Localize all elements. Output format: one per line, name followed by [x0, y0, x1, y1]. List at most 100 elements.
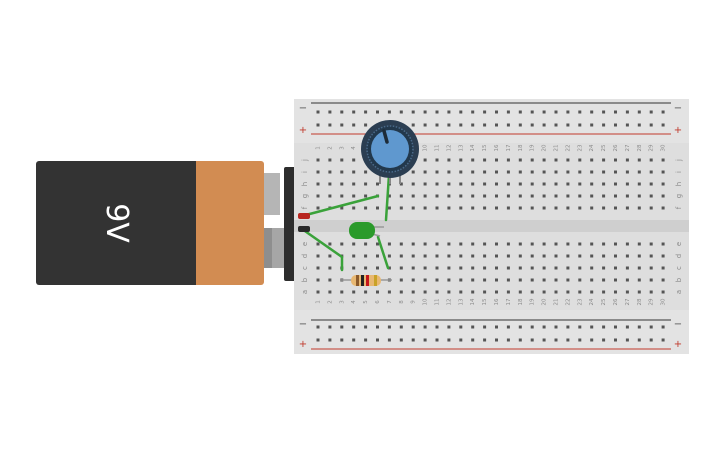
grid-hole[interactable]	[637, 278, 641, 282]
grid-hole[interactable]	[649, 242, 653, 246]
grid-hole[interactable]	[459, 254, 463, 258]
grid-hole[interactable]	[495, 158, 498, 162]
rail-hole[interactable]	[411, 123, 415, 127]
grid-hole[interactable]	[661, 290, 665, 294]
grid-hole[interactable]	[316, 290, 320, 294]
grid-hole[interactable]	[435, 206, 439, 210]
grid-hole[interactable]	[506, 278, 510, 282]
grid-hole[interactable]	[578, 266, 582, 270]
grid-hole[interactable]	[637, 242, 641, 246]
grid-hole[interactable]	[542, 182, 546, 186]
grid-hole[interactable]	[316, 206, 320, 210]
rail-hole[interactable]	[661, 123, 665, 127]
grid-hole[interactable]	[625, 158, 629, 162]
grid-hole[interactable]	[649, 194, 653, 198]
grid-hole[interactable]	[530, 290, 534, 294]
grid-hole[interactable]	[518, 182, 522, 186]
grid-hole[interactable]	[340, 158, 344, 162]
grid-hole[interactable]	[661, 182, 665, 186]
grid-hole[interactable]	[614, 158, 617, 162]
red-lead[interactable]	[298, 213, 310, 219]
rail-hole[interactable]	[530, 110, 534, 114]
rail-hole[interactable]	[423, 110, 427, 114]
grid-hole[interactable]	[340, 182, 344, 186]
grid-hole[interactable]	[530, 242, 534, 246]
grid-hole[interactable]	[376, 182, 379, 186]
grid-hole[interactable]	[483, 278, 487, 282]
rail-hole[interactable]	[649, 338, 653, 342]
rail-hole[interactable]	[590, 110, 594, 114]
grid-hole[interactable]	[554, 158, 558, 162]
rail-hole[interactable]	[411, 325, 415, 329]
grid-hole[interactable]	[542, 206, 546, 210]
grid-hole[interactable]	[352, 194, 356, 198]
grid-hole[interactable]	[411, 182, 415, 186]
wire-battery-positive[interactable]	[300, 194, 380, 218]
rail-hole[interactable]	[661, 325, 665, 329]
grid-hole[interactable]	[423, 182, 427, 186]
grid-hole[interactable]	[423, 278, 427, 282]
grid-hole[interactable]	[637, 254, 641, 258]
rail-hole[interactable]	[661, 110, 665, 114]
rail-hole[interactable]	[530, 123, 534, 127]
grid-hole[interactable]	[471, 254, 475, 258]
grid-hole[interactable]	[340, 242, 344, 246]
grid-hole[interactable]	[411, 254, 415, 258]
grid-hole[interactable]	[614, 194, 617, 198]
rail-hole[interactable]	[340, 110, 344, 114]
rail-hole[interactable]	[554, 123, 558, 127]
grid-hole[interactable]	[661, 278, 665, 282]
grid-hole[interactable]	[411, 242, 415, 246]
rail-hole[interactable]	[649, 325, 653, 329]
rail-hole[interactable]	[364, 110, 368, 114]
rail-hole[interactable]	[376, 338, 379, 342]
grid-hole[interactable]	[661, 266, 665, 270]
grid-hole[interactable]	[506, 170, 510, 174]
rail-hole[interactable]	[554, 110, 558, 114]
grid-hole[interactable]	[578, 254, 582, 258]
grid-hole[interactable]	[328, 158, 332, 162]
grid-hole[interactable]	[471, 206, 475, 210]
grid-hole[interactable]	[399, 194, 403, 198]
grid-hole[interactable]	[328, 242, 332, 246]
wire-potentiometer[interactable]	[384, 173, 391, 222]
grid-hole[interactable]	[423, 242, 427, 246]
grid-hole[interactable]	[614, 182, 617, 186]
grid-hole[interactable]	[614, 290, 617, 294]
grid-hole[interactable]	[590, 206, 594, 210]
grid-hole[interactable]	[411, 266, 415, 270]
rail-hole[interactable]	[542, 110, 546, 114]
grid-hole[interactable]	[352, 254, 356, 258]
rail-hole[interactable]	[518, 325, 522, 329]
grid-hole[interactable]	[316, 266, 320, 270]
grid-hole[interactable]	[602, 182, 606, 186]
grid-hole[interactable]	[399, 254, 403, 258]
grid-hole[interactable]	[637, 158, 641, 162]
grid-hole[interactable]	[518, 206, 522, 210]
rail-hole[interactable]	[614, 338, 617, 342]
grid-hole[interactable]	[530, 206, 534, 210]
grid-hole[interactable]	[602, 242, 606, 246]
grid-hole[interactable]	[625, 278, 629, 282]
grid-hole[interactable]	[518, 290, 522, 294]
grid-hole[interactable]	[352, 170, 356, 174]
grid-hole[interactable]	[483, 254, 487, 258]
grid-hole[interactable]	[518, 278, 522, 282]
grid-hole[interactable]	[423, 254, 427, 258]
grid-hole[interactable]	[495, 254, 498, 258]
rail-hole[interactable]	[340, 338, 344, 342]
battery-body[interactable]	[36, 161, 198, 285]
grid-hole[interactable]	[590, 182, 594, 186]
grid-hole[interactable]	[649, 206, 653, 210]
grid-hole[interactable]	[471, 194, 475, 198]
grid-hole[interactable]	[602, 206, 606, 210]
grid-hole[interactable]	[435, 278, 439, 282]
grid-hole[interactable]	[483, 242, 487, 246]
grid-hole[interactable]	[578, 170, 582, 174]
grid-hole[interactable]	[625, 194, 629, 198]
grid-hole[interactable]	[506, 182, 510, 186]
grid-hole[interactable]	[387, 194, 391, 198]
grid-hole[interactable]	[316, 170, 320, 174]
grid-hole[interactable]	[566, 206, 570, 210]
rail-hole[interactable]	[518, 123, 522, 127]
